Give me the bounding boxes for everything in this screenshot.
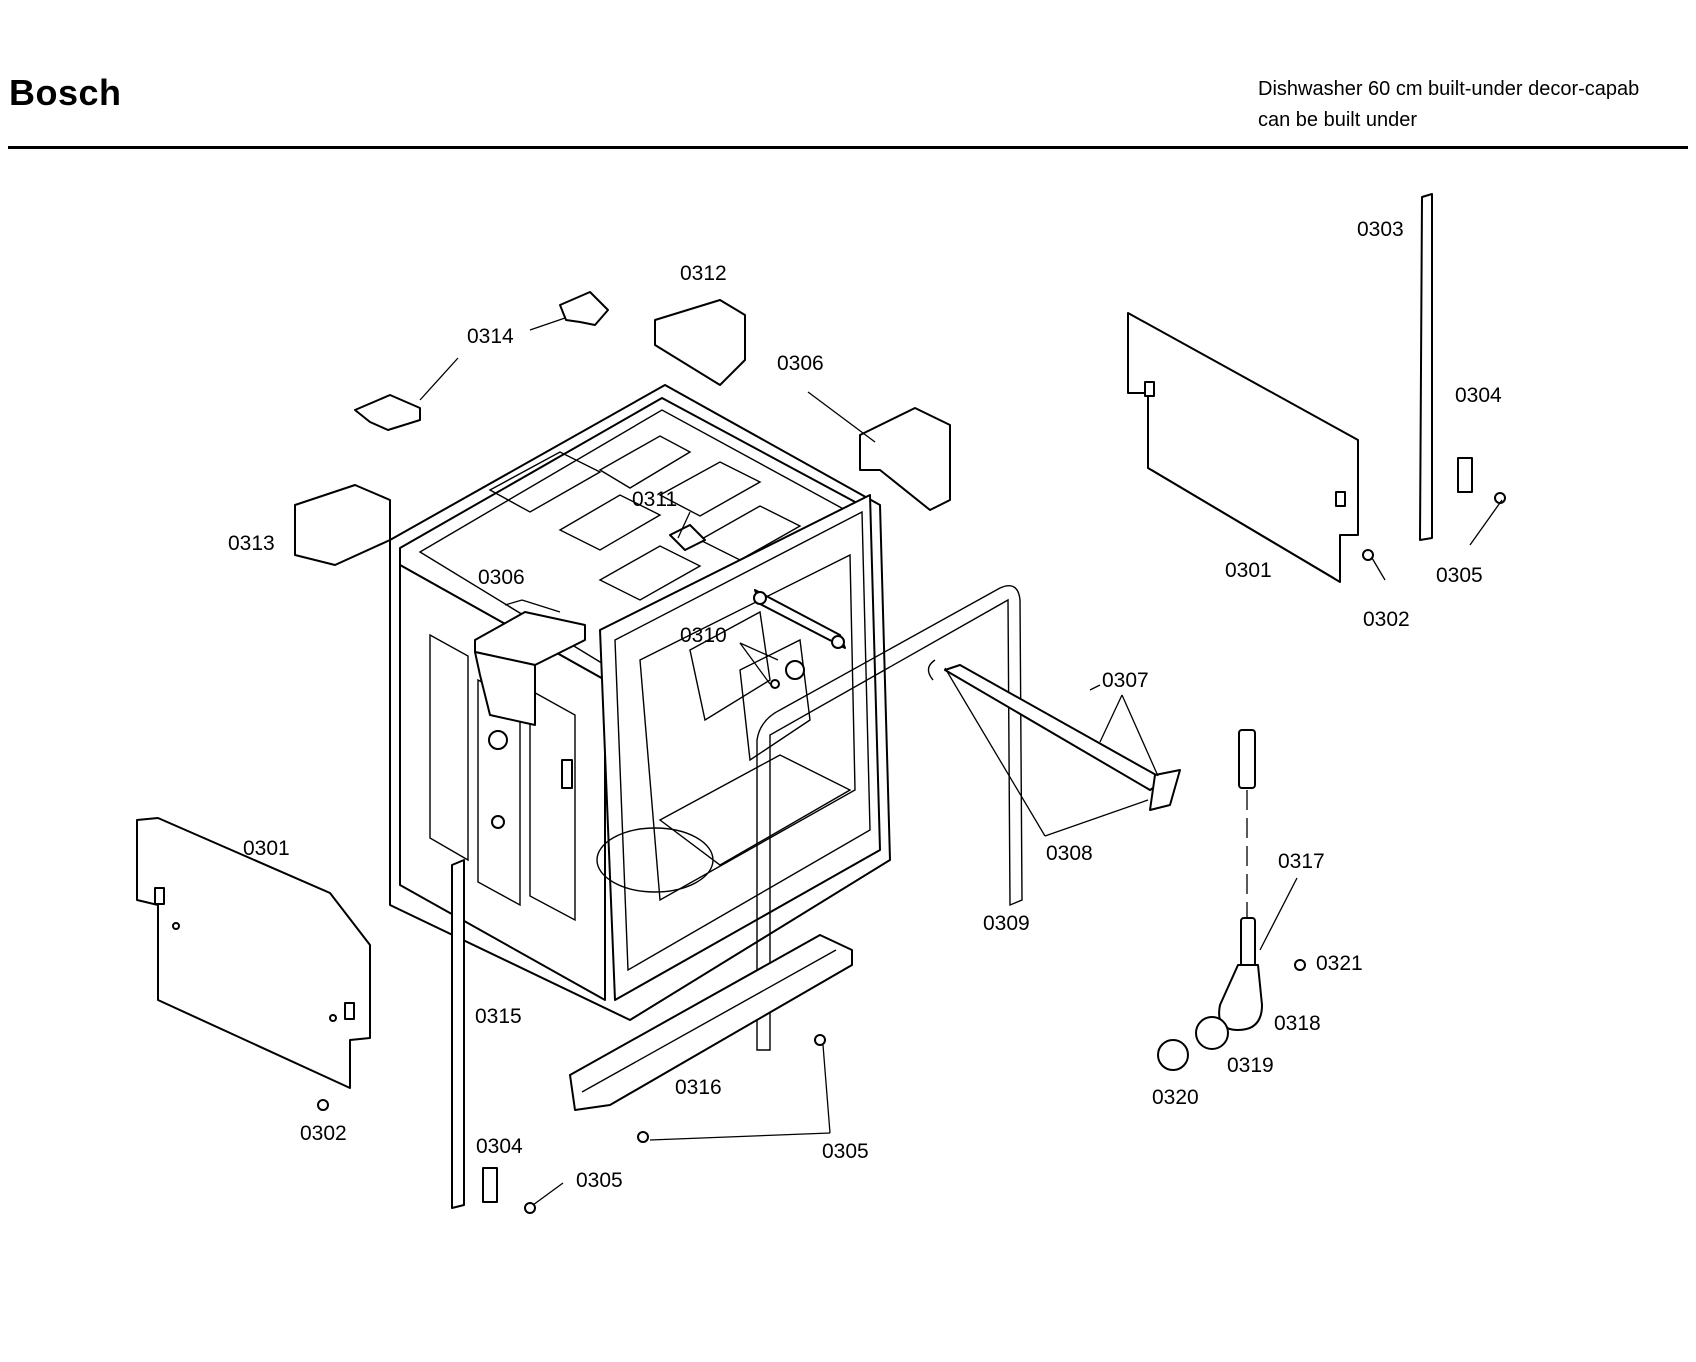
callout-0310: 0310	[680, 624, 727, 647]
callout-0311: 0311	[632, 488, 677, 511]
callout-0317: 0317	[1278, 850, 1325, 873]
callout-0319: 0319	[1227, 1054, 1274, 1077]
callout-0321: 0321	[1316, 952, 1363, 975]
bracket-0314-top	[559, 291, 609, 326]
base-plinth-edge	[581, 949, 837, 1093]
callout-0303: 0303	[1357, 218, 1404, 241]
side-panel-left-slot	[154, 887, 165, 905]
cap-0320	[1157, 1039, 1189, 1071]
door-seal-0309	[756, 585, 1023, 1051]
callout-0314: 0314	[467, 325, 514, 348]
bracket-0312	[654, 299, 746, 386]
screw-0321	[1294, 959, 1306, 971]
callout-0301-right: 0301	[1225, 559, 1272, 582]
screw-0305-left	[524, 1202, 536, 1214]
callout-0320: 0320	[1152, 1086, 1199, 1109]
bracket-0314-bottom	[354, 394, 421, 431]
trim-strip-0315	[451, 859, 465, 1209]
callout-0316: 0316	[675, 1076, 722, 1099]
side-panel-right	[1127, 312, 1359, 583]
ring-0319	[1195, 1016, 1229, 1050]
hose-upper-0317	[1238, 729, 1256, 789]
callout-0306-left: 0306	[478, 566, 525, 589]
clip-0304-left	[482, 1167, 498, 1203]
callout-0305-right: 0305	[1436, 564, 1483, 587]
rail-end-cap	[1149, 769, 1181, 811]
model-description-line2: can be built under	[1258, 109, 1418, 131]
rail-clip	[927, 659, 936, 681]
side-panel-left-slot-2	[344, 1002, 355, 1020]
bracket-0313	[294, 484, 391, 566]
callout-0301-left: 0301	[243, 837, 290, 860]
callout-0309: 0309	[983, 912, 1030, 935]
side-panel-left-hole-2	[329, 1014, 337, 1022]
connector-0318	[1218, 964, 1263, 1031]
callout-0304-left: 0304	[476, 1135, 523, 1158]
bracket-0306-top	[859, 407, 951, 511]
callout-0307: 0307	[1102, 669, 1149, 692]
side-panel-right-edge	[1151, 469, 1335, 579]
callout-0308: 0308	[1046, 842, 1093, 865]
callout-0302-left: 0302	[300, 1122, 347, 1145]
callout-0304-right: 0304	[1455, 384, 1502, 407]
trim-strip-0303	[1419, 193, 1433, 541]
model-description: Dishwasher 60 cm built-under decor-capab	[1258, 78, 1640, 100]
callout-0312: 0312	[680, 262, 727, 285]
hose-lower-0317	[1240, 917, 1256, 967]
tub-body	[389, 384, 891, 1021]
screw-0302-left	[317, 1099, 329, 1111]
callout-0305-bottom-mid: 0305	[822, 1140, 869, 1163]
callout-0318: 0318	[1274, 1012, 1321, 1035]
callout-0305-bottom-left: 0305	[576, 1169, 623, 1192]
brand-logo-text: Bosch	[9, 72, 122, 113]
screw-0305-mid-a	[637, 1131, 649, 1143]
screw-0302-right	[1362, 549, 1374, 561]
screw-0305-mid-b	[814, 1034, 826, 1046]
side-panel-right-slot-2	[1335, 491, 1346, 507]
callout-0313: 0313	[228, 532, 275, 555]
header-divider	[8, 146, 1688, 149]
screw-0305-right	[1494, 492, 1506, 504]
callout-0315: 0315	[475, 1005, 522, 1028]
callout-0306-top: 0306	[777, 352, 824, 375]
side-panel-right-slot	[1144, 381, 1155, 397]
callout-0302-right: 0302	[1363, 608, 1410, 631]
side-panel-left	[136, 817, 371, 1089]
side-panel-left-hole	[172, 922, 180, 930]
callout-labels: 0301 0301 0302 0302 0303 0304 0304 0305 …	[228, 218, 1502, 1192]
clip-0304-right	[1457, 457, 1473, 493]
base-plinth-0316	[569, 934, 853, 1111]
leader-lines	[419, 317, 1503, 1206]
